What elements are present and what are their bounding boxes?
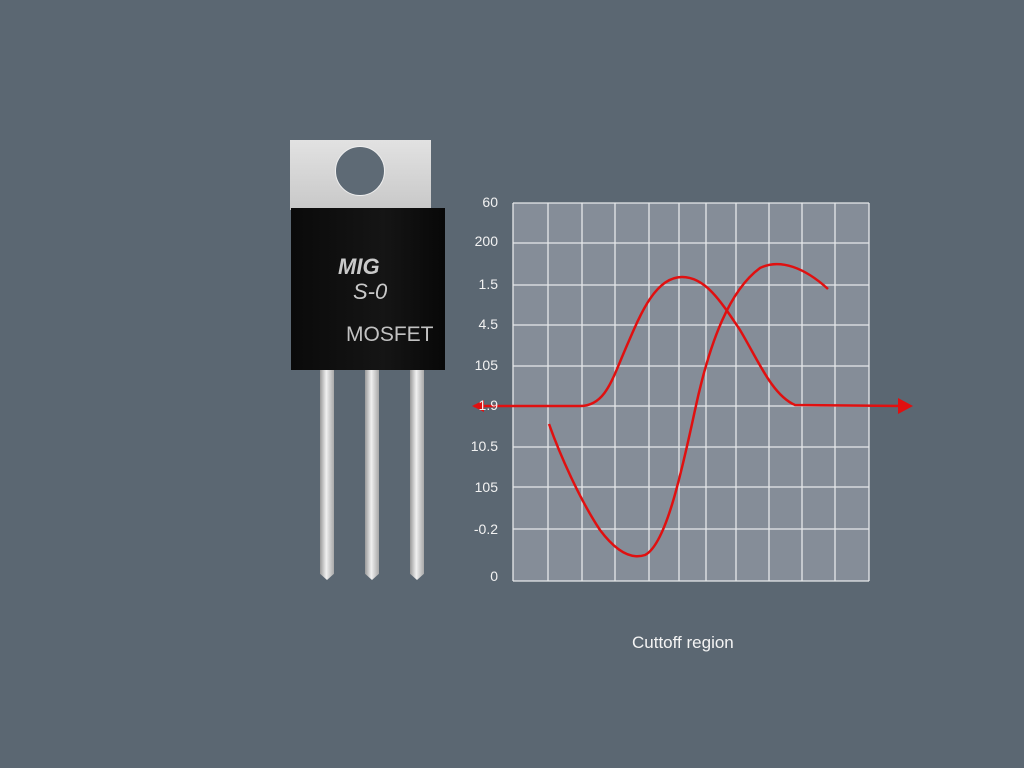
y-tick-label: 1.5	[478, 276, 498, 292]
marking-line-2: S-0	[353, 279, 388, 304]
marking-line-1: MIG	[338, 254, 380, 279]
mosfet-package	[291, 208, 445, 370]
plot-area	[513, 203, 869, 581]
y-tick-label: 105	[474, 357, 498, 373]
y-tick-label: 60	[482, 194, 498, 210]
s-curve-series	[547, 262, 829, 558]
marking-line-3: MOSFET	[346, 323, 434, 346]
y-tick-label: 4.5	[478, 316, 498, 332]
y-tick-label: 10.5	[470, 438, 498, 454]
lead-drain	[365, 370, 379, 580]
mounting-hole	[335, 146, 385, 196]
arrow-right-icon	[898, 398, 913, 414]
y-tick-label: 0	[490, 568, 498, 584]
lead-source	[410, 370, 424, 580]
lead-gate	[320, 370, 334, 580]
grid-lines	[512, 202, 870, 582]
arrow-left-icon	[472, 400, 484, 412]
caption-cutoff-region: Cuttoff region	[632, 633, 734, 652]
y-tick-label: 1.9	[478, 397, 498, 413]
y-tick-label: 200	[474, 233, 498, 249]
bell-curve-series	[474, 275, 906, 408]
y-tick-label: 105	[474, 479, 498, 495]
y-tick-label: -0.2	[473, 521, 498, 537]
